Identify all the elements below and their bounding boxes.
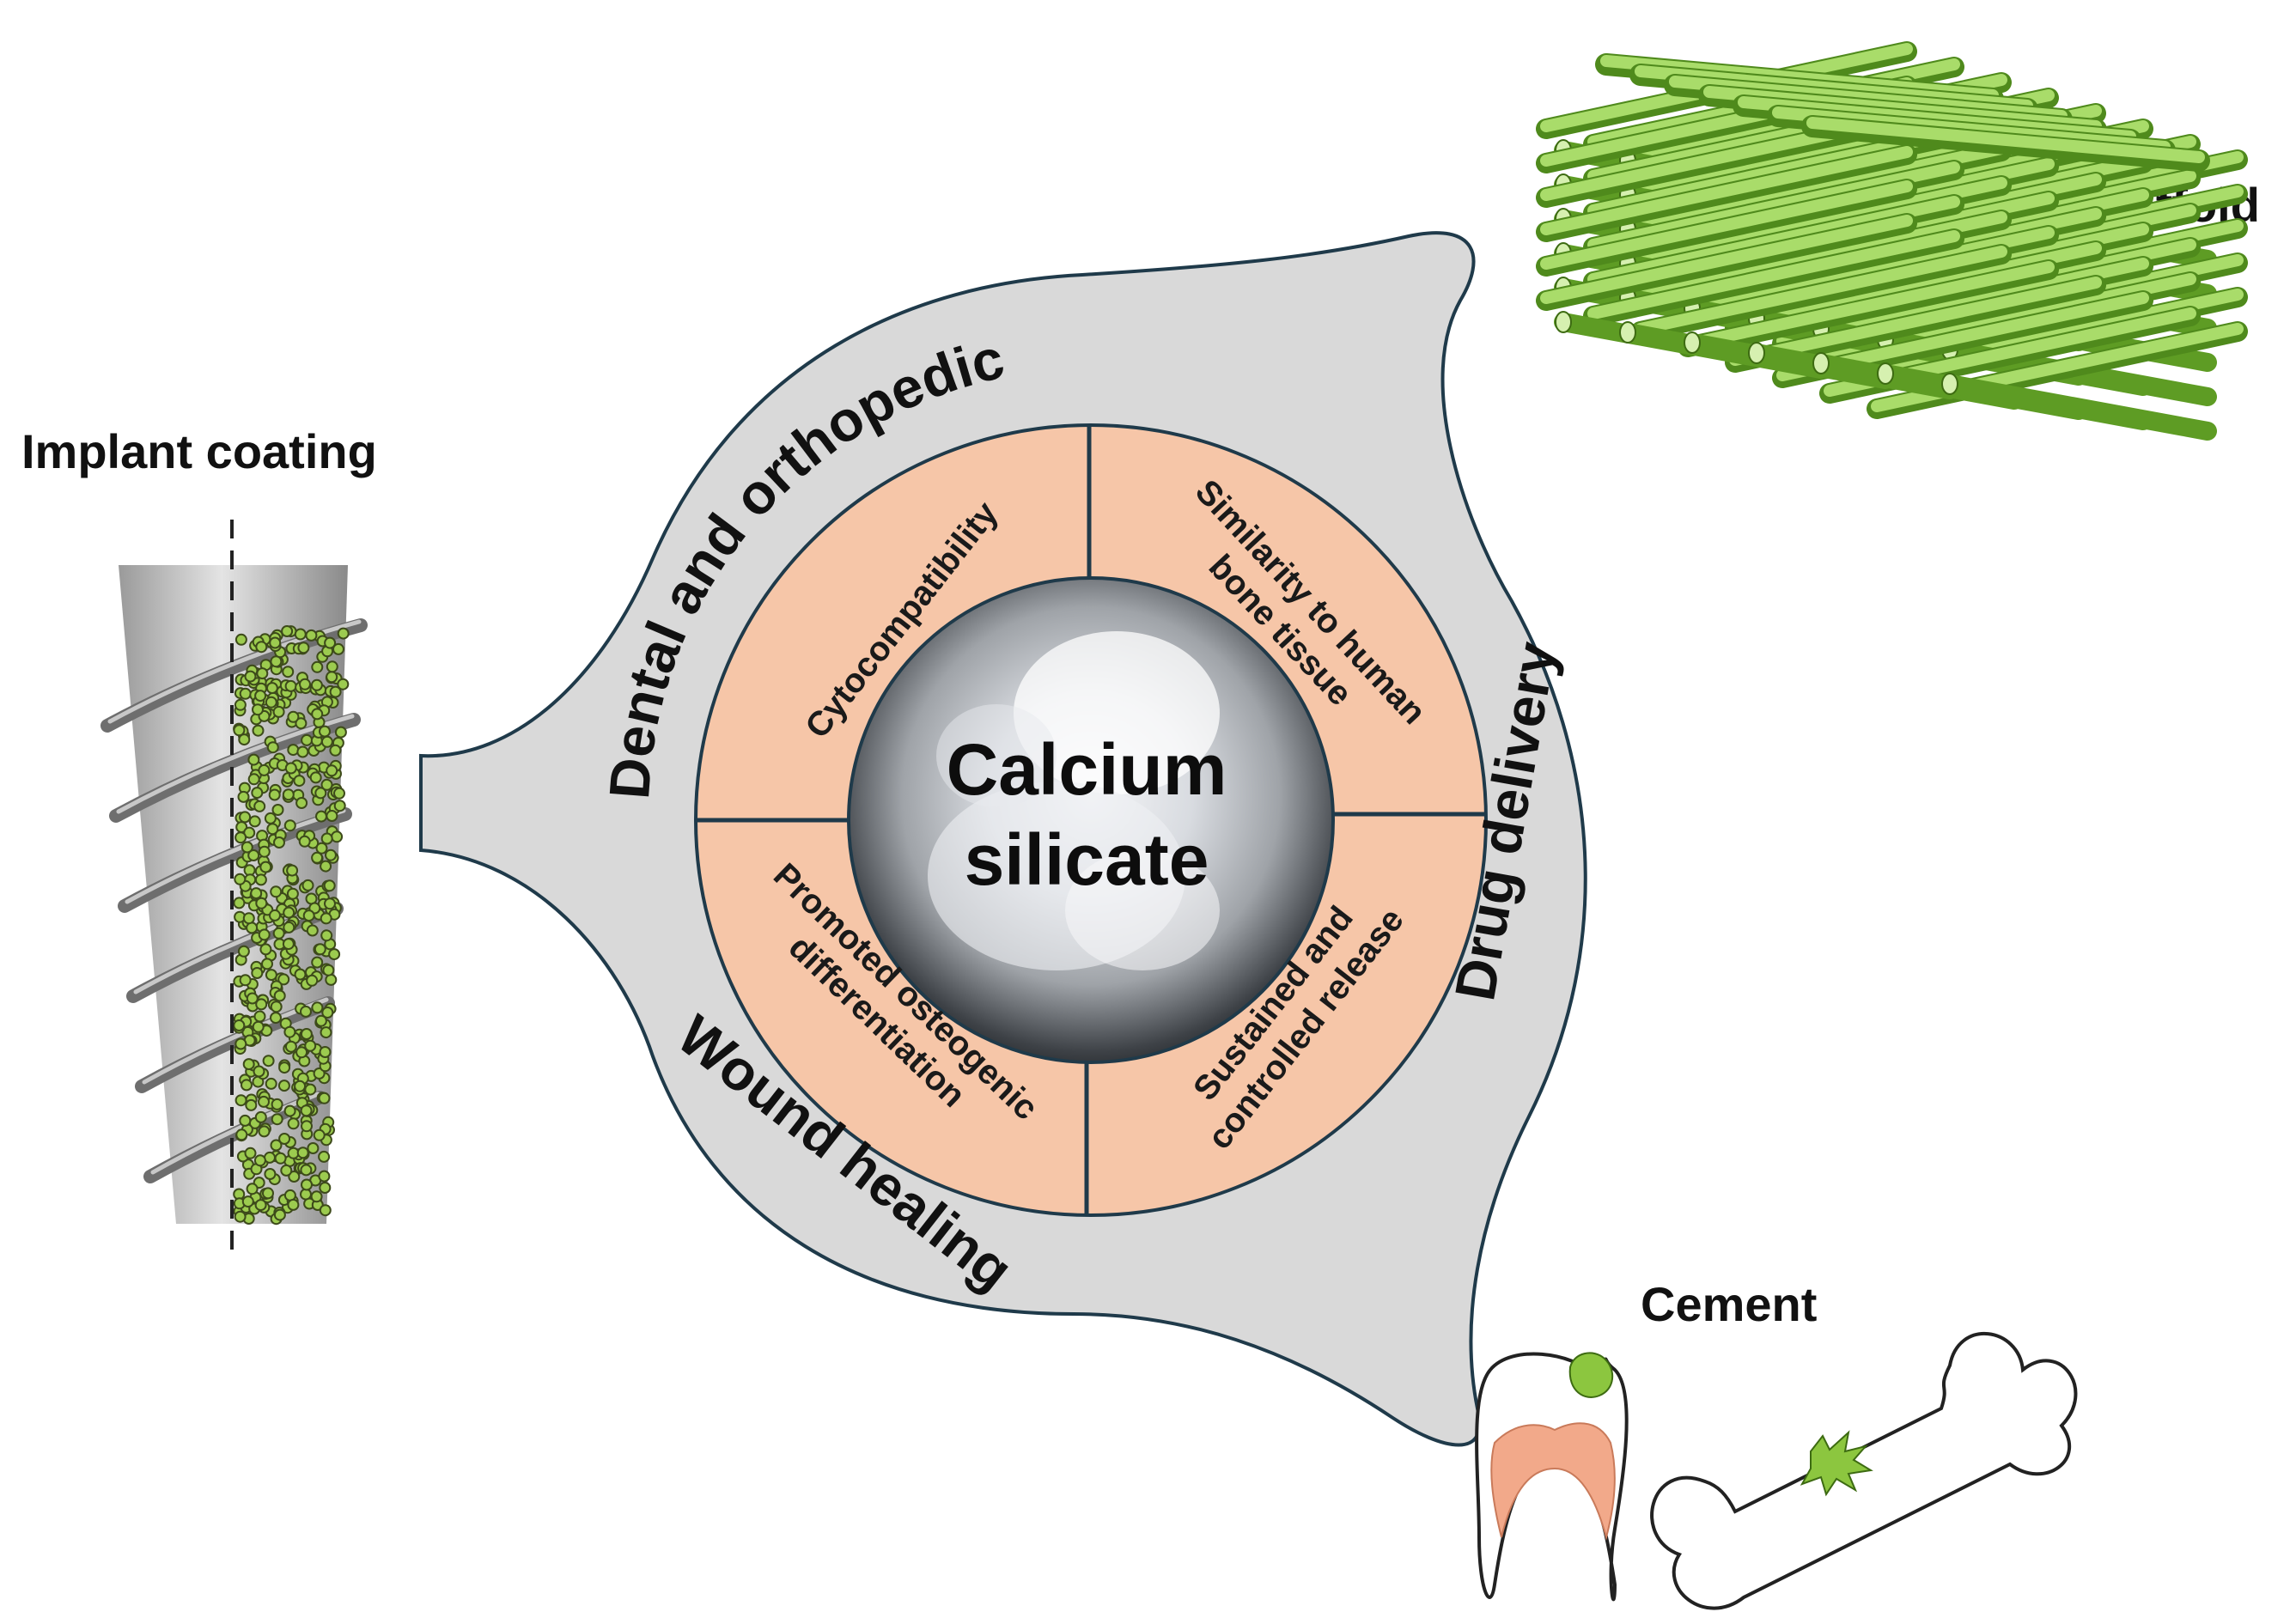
powder-texture — [928, 631, 1220, 970]
coating-particles — [233, 625, 350, 1226]
tooth-cement-filling — [1568, 1352, 1613, 1398]
center-title-line1: Calcium — [947, 729, 1227, 810]
dental-implant-illustration — [100, 520, 368, 1252]
scaffold-illustration — [1536, 41, 2248, 441]
label-cement: Cement — [1641, 1277, 1817, 1331]
tooth-illustration — [1475, 1352, 1629, 1602]
label-implant-coating: Implant coating — [21, 424, 377, 478]
center-title-line2: silicate — [965, 819, 1209, 900]
bone-cement-filling — [1800, 1430, 1873, 1497]
bone-illustration — [1650, 1332, 2078, 1610]
